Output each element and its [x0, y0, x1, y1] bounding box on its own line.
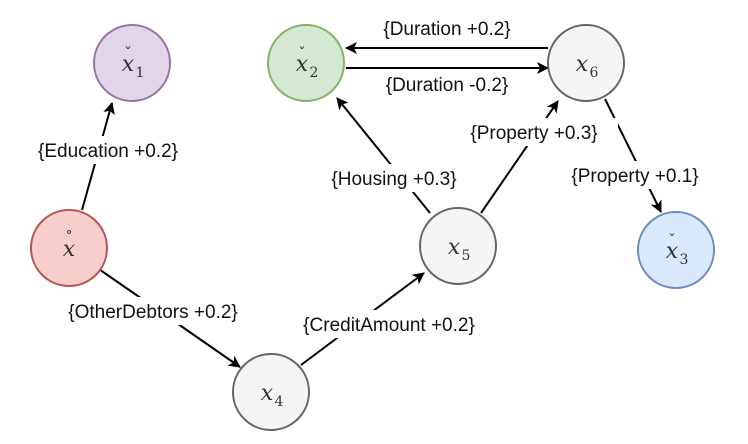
- node-x6-var: x: [576, 52, 589, 77]
- edge-label-education: {Education +0.2}: [38, 141, 178, 162]
- label-bg-housing: [312, 164, 476, 192]
- node-x-check-2[interactable]: ˇ x 2: [267, 24, 345, 102]
- node-x-check-3-sub: 3: [680, 252, 689, 268]
- label-bg-duration-plus: [362, 15, 532, 41]
- label-bg-other-debtors: [44, 297, 262, 325]
- node-x-check-1-sub: 1: [136, 65, 145, 81]
- node-x-check-1-var: x: [122, 52, 135, 77]
- label-bg-credit-amount: [280, 310, 498, 338]
- node-x6[interactable]: x 6: [547, 24, 625, 102]
- label-bg-property-03: [450, 118, 618, 146]
- node-x-check-3-var: x: [666, 239, 679, 264]
- label-bg-duration-minus: [366, 71, 528, 97]
- label-bg-property-01: [552, 161, 718, 189]
- edge-property-03[interactable]: [480, 100, 559, 214]
- node-x4[interactable]: x 4: [232, 353, 310, 431]
- node-x-check-2-accent: ˇ: [298, 44, 306, 62]
- edge-housing[interactable]: [336, 97, 431, 214]
- edge-label-other-debtors: {OtherDebtors +0.2}: [68, 302, 238, 323]
- node-x5-sub: 5: [462, 248, 471, 264]
- node-x-check-1-accent: ˇ: [124, 44, 132, 62]
- node-x6-sub: 6: [590, 65, 599, 81]
- edge-property-01[interactable]: [604, 98, 662, 213]
- edge-label-duration-minus: {Duration -0.2}: [386, 75, 509, 96]
- node-x5[interactable]: x 5: [419, 207, 497, 285]
- edge-label-property-01: {Property +0.1}: [571, 166, 698, 187]
- node-x-check-3-accent: ˇ: [668, 231, 676, 249]
- node-x-ring-accent: ˚: [65, 229, 73, 247]
- node-x-ring-var: x: [63, 237, 76, 262]
- nodes: ˇ x 1 ˇ x 2 x 6 ˚ x x 5: [30, 24, 715, 431]
- node-x-check-1[interactable]: ˇ x 1: [93, 24, 171, 102]
- edge-label-duration-plus: {Duration +0.2}: [383, 19, 510, 40]
- edge-label-housing: {Housing +0.3}: [331, 169, 456, 190]
- node-x5-var: x: [448, 235, 461, 260]
- node-x4-var: x: [261, 381, 274, 406]
- node-x4-sub: 4: [275, 394, 284, 410]
- edge-label-credit-amount: {CreditAmount +0.2}: [303, 315, 475, 336]
- node-x-ring[interactable]: ˚ x: [30, 209, 108, 287]
- edge-labels: {Education +0.2} {OtherDebtors +0.2} {Cr…: [18, 15, 718, 338]
- node-x-check-2-var: x: [296, 52, 309, 77]
- node-x-check-3[interactable]: ˇ x 3: [637, 211, 715, 289]
- edge-label-property-03: {Property +0.3}: [470, 123, 597, 144]
- node-x-check-2-sub: 2: [310, 65, 319, 81]
- label-bg-education: [18, 136, 198, 164]
